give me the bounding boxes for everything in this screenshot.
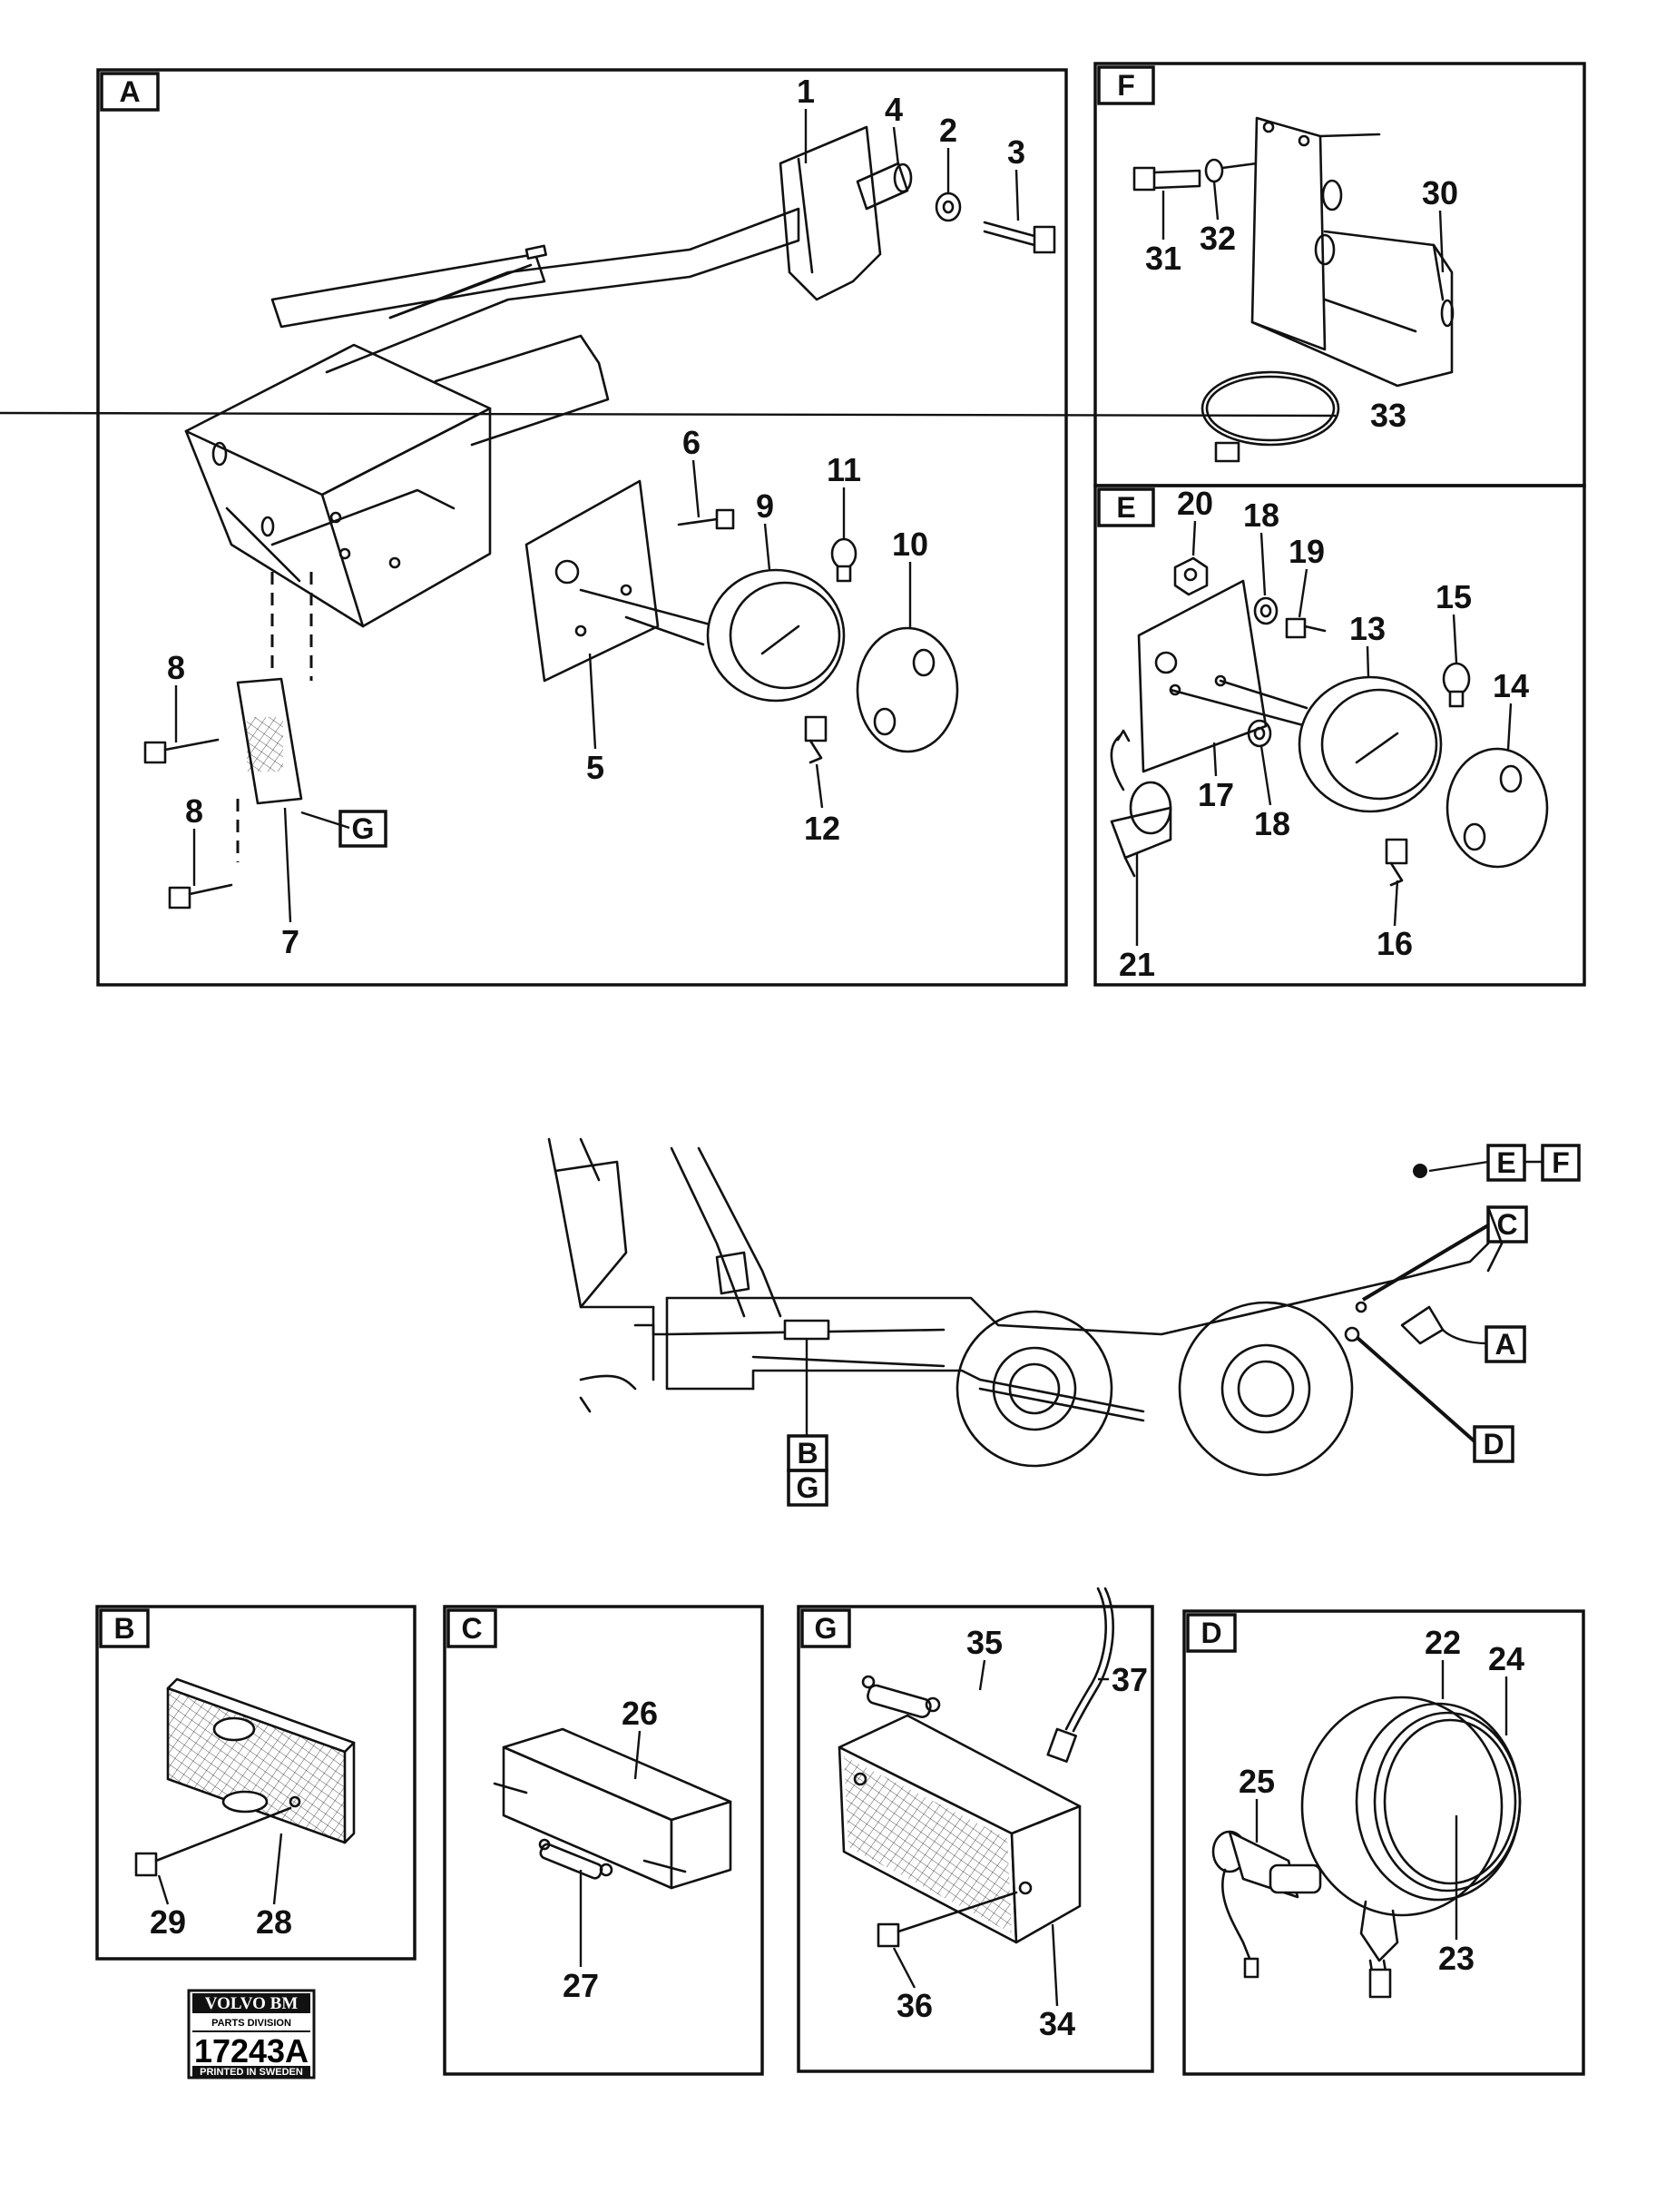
- callout-16: 16: [1377, 925, 1413, 962]
- callout-37: 37: [1112, 1661, 1148, 1698]
- ref-a: A: [1494, 1328, 1515, 1361]
- callout-8-bottom: 8: [185, 792, 203, 830]
- callout-17: 17: [1198, 776, 1234, 813]
- callout-1: 1: [797, 73, 815, 110]
- stamp-division: PARTS DIVISION: [211, 2018, 291, 2029]
- panel-d-tag: D: [1200, 1617, 1221, 1649]
- callout-18-top: 18: [1243, 496, 1279, 534]
- ref-d: D: [1483, 1428, 1504, 1460]
- panel-g: G 35 37 36 34: [797, 1587, 1154, 2073]
- panel-c-tag: C: [461, 1612, 482, 1645]
- panel-e-tag: E: [1116, 491, 1135, 524]
- callout-6: 6: [682, 424, 701, 461]
- ref-c: C: [1496, 1208, 1517, 1241]
- callout-31: 31: [1145, 240, 1181, 277]
- callout-8-top: 8: [167, 649, 185, 686]
- panel-a-ref-g: G: [352, 812, 375, 845]
- callout-29: 29: [150, 1903, 186, 1941]
- ref-e: E: [1496, 1146, 1515, 1179]
- vehicle-refs: E F C A D B G: [787, 1144, 1581, 1507]
- stamp-number: 17243A: [194, 2032, 309, 2069]
- mounting-bracket-drawing: [1132, 116, 1455, 463]
- callout-21: 21: [1119, 946, 1155, 983]
- reflector-drawing: [134, 1677, 356, 1877]
- callout-19: 19: [1289, 533, 1325, 570]
- callout-30: 30: [1422, 174, 1458, 211]
- callout-24: 24: [1488, 1640, 1524, 1677]
- callout-11: 11: [827, 451, 861, 488]
- callout-13: 13: [1349, 610, 1386, 647]
- panel-b-tag: B: [113, 1612, 134, 1645]
- panel-d-callouts: 22 24 25 23: [1239, 1624, 1524, 1977]
- ref-f: F: [1552, 1146, 1570, 1179]
- vehicle-overview: E F C A D B G: [547, 1137, 1581, 1507]
- callout-32: 32: [1200, 220, 1236, 257]
- callout-35: 35: [966, 1624, 1003, 1661]
- panel-c: C 26 27: [443, 1605, 764, 2076]
- panel-a-callouts: 1 4 2 3 6 11 9 10 5 8 8 7 12: [167, 73, 1025, 960]
- callout-27: 27: [563, 1967, 599, 2004]
- panel-f-tag: F: [1117, 69, 1135, 102]
- callout-33: 33: [1370, 397, 1406, 434]
- callout-26: 26: [622, 1695, 658, 1732]
- volvo-bm-stamp: VOLVO BM PARTS DIVISION 17243A PRINTED I…: [187, 1989, 316, 2079]
- stamp-brand: VOLVO BM: [205, 1994, 299, 2013]
- panel-e-callouts: 20 18 19 15 13 14 17 18 21 16: [1119, 485, 1529, 983]
- callout-12: 12: [804, 810, 840, 847]
- panel-b: B 29 28: [95, 1605, 416, 1961]
- panel-c-callouts: 26 27: [563, 1695, 658, 2004]
- panel-f: F 31 32 30: [0, 62, 1586, 487]
- callout-23: 23: [1438, 1940, 1475, 1977]
- work-lamp-drawing: [1211, 1696, 1522, 1999]
- panel-b-callouts: 29 28: [150, 1833, 292, 1941]
- panel-g-callouts: 35 37 36 34: [892, 1624, 1148, 2042]
- callout-15: 15: [1436, 578, 1472, 615]
- vehicle-drawing: [547, 1137, 1504, 1477]
- ref-g: G: [797, 1471, 819, 1504]
- panel-d: D 22 24 25 23: [1182, 1609, 1585, 2076]
- callout-5: 5: [586, 749, 604, 786]
- callout-7: 7: [281, 923, 299, 960]
- lamp-plate-assembly-drawing: [1110, 556, 1549, 887]
- callout-2: 2: [939, 112, 957, 149]
- callout-34: 34: [1039, 2005, 1075, 2042]
- lamp-bracket-assembly-drawing: [143, 125, 1056, 909]
- side-marker-drawing: [493, 1727, 732, 1890]
- callout-9: 9: [756, 487, 774, 525]
- panel-e: E: [1093, 484, 1586, 987]
- ref-b: B: [797, 1437, 818, 1470]
- stamp-footer: PRINTED IN SWEDEN: [200, 2067, 303, 2078]
- callout-22: 22: [1425, 1624, 1461, 1661]
- callout-10: 10: [892, 526, 928, 563]
- rear-lamp-drawing: [838, 1587, 1114, 1948]
- panel-f-callouts: 31 32 30 33: [0, 174, 1458, 434]
- callout-4: 4: [885, 91, 903, 128]
- panel-a-tag: A: [119, 75, 140, 108]
- callout-25: 25: [1239, 1763, 1275, 1800]
- callout-14: 14: [1493, 667, 1529, 704]
- callout-20: 20: [1177, 485, 1213, 522]
- callout-3: 3: [1007, 133, 1025, 171]
- callout-18-bottom: 18: [1254, 805, 1290, 842]
- callout-36: 36: [897, 1987, 933, 2024]
- panel-g-tag: G: [815, 1612, 838, 1645]
- callout-28: 28: [256, 1903, 292, 1941]
- panel-a: A: [96, 68, 1068, 987]
